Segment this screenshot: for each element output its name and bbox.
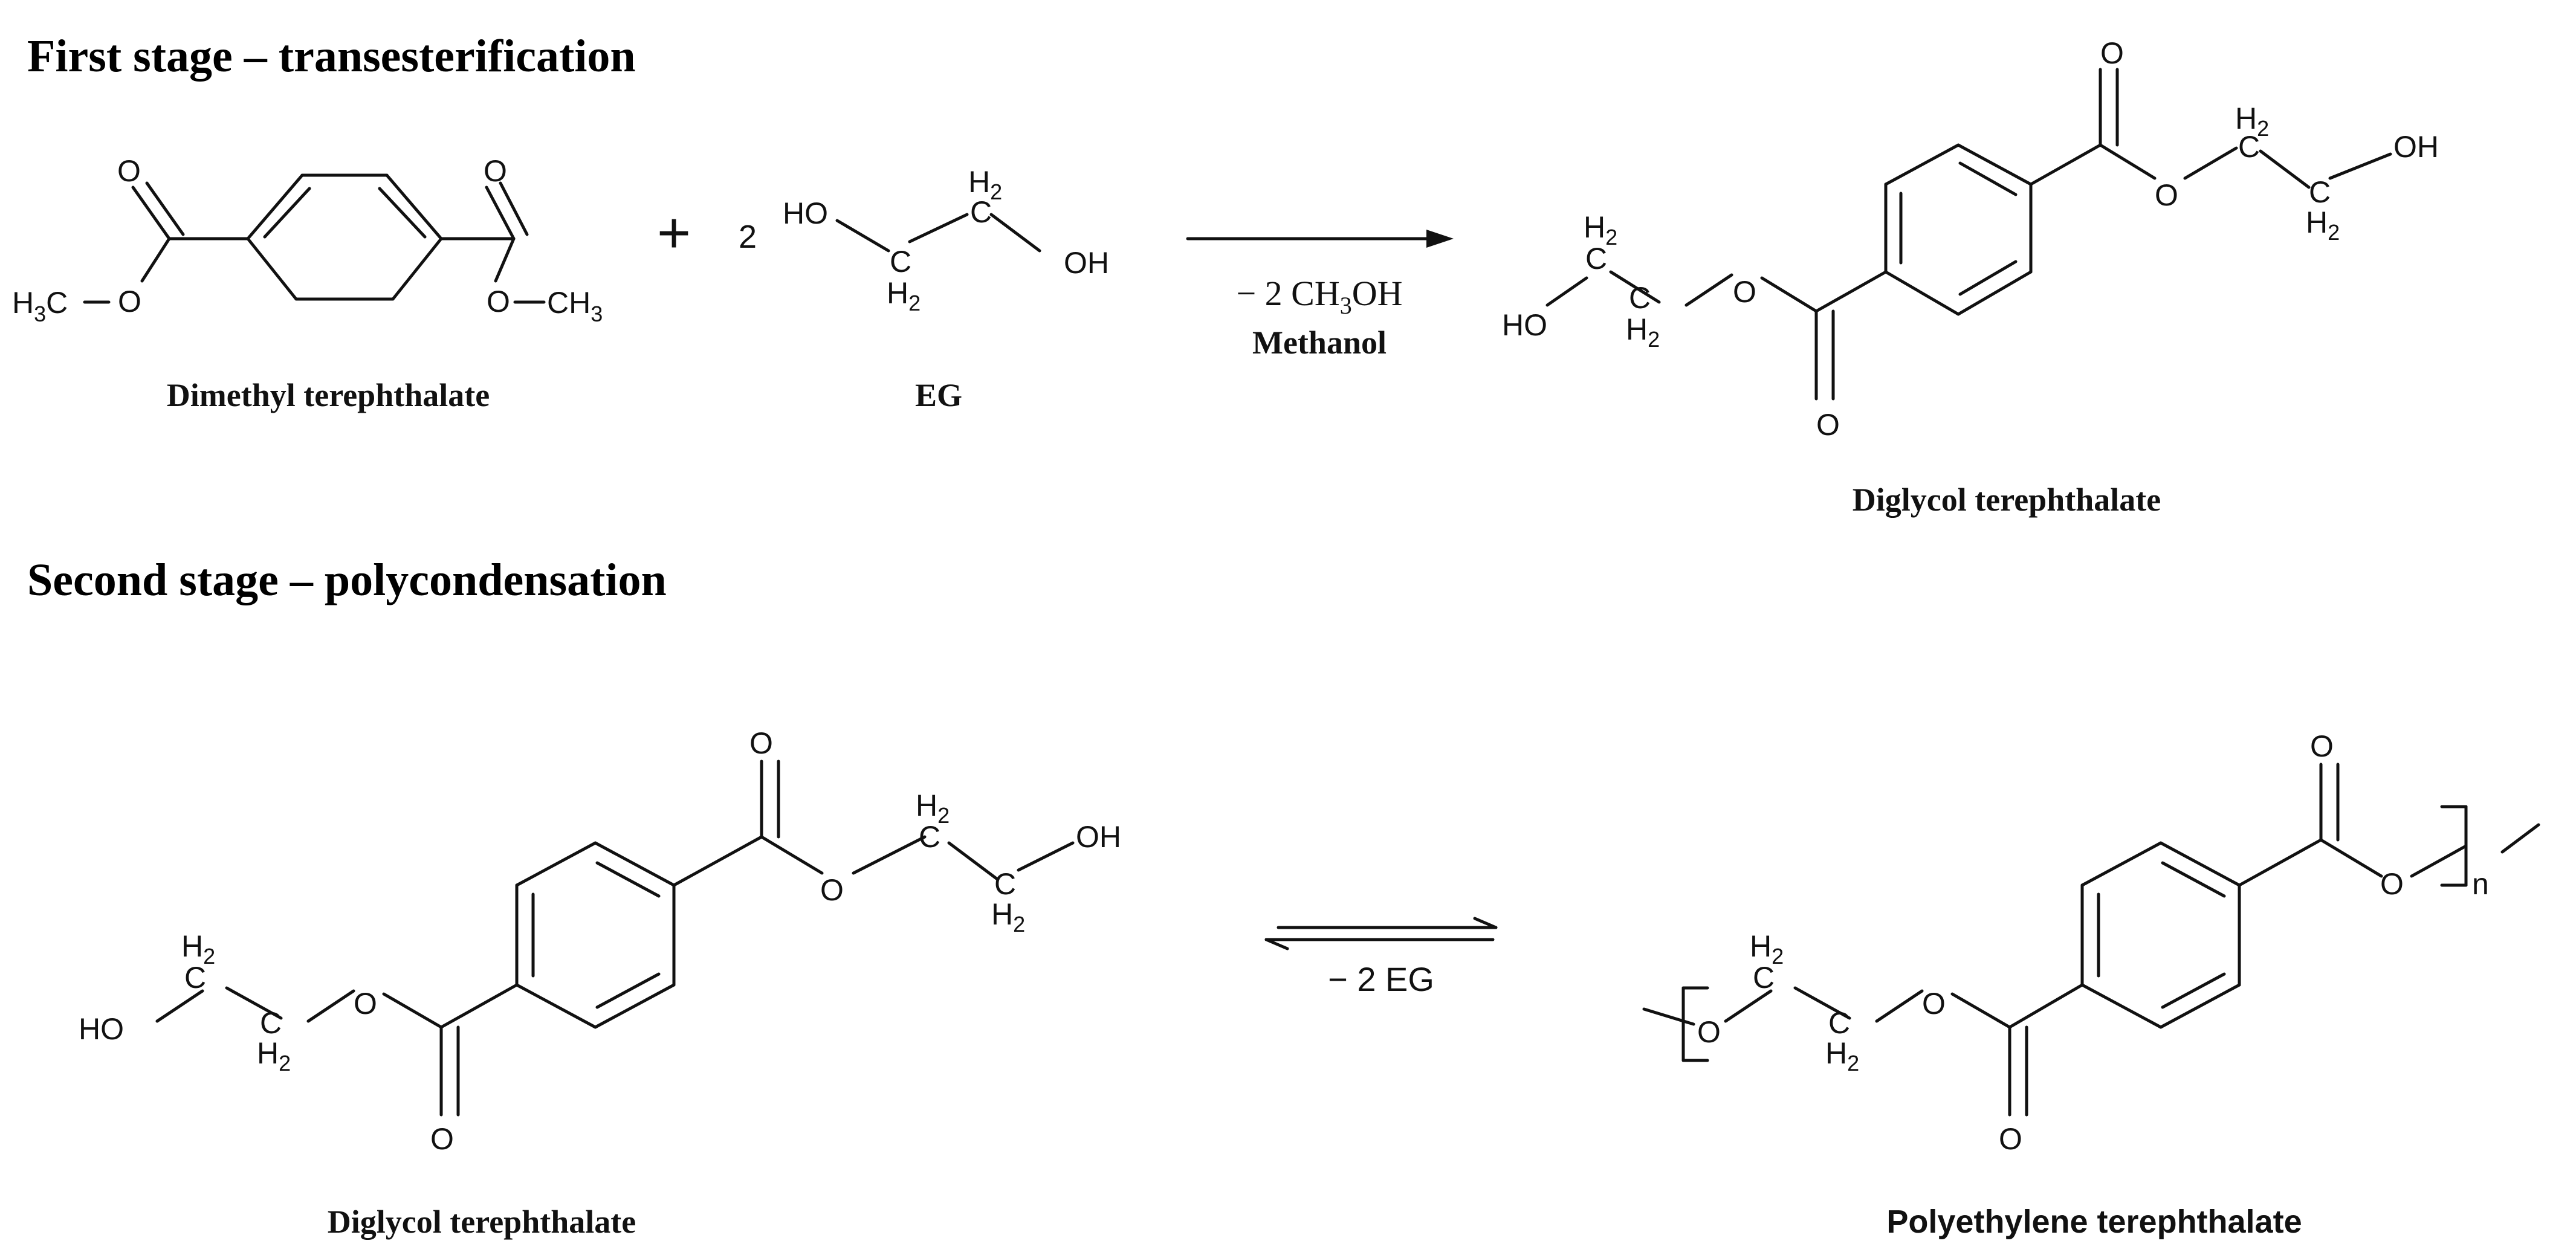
atom-label: C bbox=[2309, 175, 2331, 209]
svg-text:H2: H2 bbox=[2235, 102, 2269, 141]
svg-text:H2: H2 bbox=[1825, 1036, 1859, 1076]
atom-label: O bbox=[2380, 867, 2404, 901]
atom-label: H bbox=[12, 286, 34, 320]
atom-label: O bbox=[1922, 987, 1946, 1021]
stage2-heading: Second stage – polycondensation bbox=[27, 555, 667, 605]
product2-label: Polyethylene terephthalate bbox=[1886, 1204, 2302, 1240]
svg-text:H2: H2 bbox=[2306, 205, 2340, 245]
atom-label: C bbox=[46, 286, 68, 320]
ethylene-glycol-structure: HO OH C H2 C H2 bbox=[783, 165, 1109, 315]
svg-text:H2: H2 bbox=[1626, 312, 1660, 352]
atom-label: C bbox=[1585, 242, 1607, 276]
atom-label: O bbox=[2310, 729, 2334, 763]
atom-label: O bbox=[1999, 1122, 2022, 1156]
svg-text:H2: H2 bbox=[991, 897, 1025, 937]
atom-label: C bbox=[994, 867, 1016, 901]
atom-label: O bbox=[487, 285, 510, 318]
atom-label: HO bbox=[783, 196, 828, 230]
atom-label: O bbox=[1816, 408, 1840, 442]
plus-sign: + bbox=[657, 201, 691, 265]
stoichiometric-coefficient: 2 bbox=[739, 219, 757, 255]
atom-label: OH bbox=[1064, 246, 1109, 280]
atom-label: O bbox=[117, 154, 141, 188]
atom-subscript: 3 bbox=[34, 302, 46, 326]
atom-label: OH bbox=[2393, 130, 2439, 164]
reactant1-label: Dimethyl terephthalate bbox=[167, 377, 490, 413]
atom-label: C bbox=[1753, 961, 1775, 995]
polyethylene-terephthalate-structure: O O n O O C H2 C H2 O bbox=[1642, 729, 2540, 1156]
stage1-heading: First stage – transesterification bbox=[27, 31, 636, 82]
svg-text:H2: H2 bbox=[887, 276, 921, 315]
atom-label: O bbox=[118, 285, 141, 318]
reactant3-label: Diglycol terephthalate bbox=[328, 1204, 636, 1240]
dimethyl-terephthalate-structure: O O O O H3C CH3 bbox=[12, 154, 603, 326]
atom-label: HO bbox=[1502, 308, 1547, 342]
atom-label: O bbox=[484, 154, 507, 188]
atom-label: O bbox=[749, 726, 773, 760]
atom-label: C bbox=[970, 195, 992, 229]
svg-text:H2: H2 bbox=[1750, 929, 1784, 969]
atom-label: O bbox=[354, 987, 377, 1021]
diglycol-terephthalate-structure: O O C H2 C H2 OH O O C H2 C H2 HO bbox=[79, 726, 1121, 1156]
atom-label: O bbox=[1697, 1015, 1721, 1049]
atom-label: C bbox=[260, 1006, 282, 1040]
atom-label: O bbox=[1733, 275, 1756, 309]
atom-label: C bbox=[2238, 130, 2260, 164]
atom-label: OH bbox=[1076, 820, 1121, 854]
product1-label: Diglycol terephthalate bbox=[1853, 482, 2161, 518]
svg-text:H2: H2 bbox=[916, 789, 950, 828]
atom-label: HO bbox=[79, 1012, 124, 1046]
equilibrium-arrow bbox=[1264, 917, 1498, 950]
byproduct-name: Methanol bbox=[1252, 324, 1387, 361]
diglycol-terephthalate-structure: O O C H2 C H2 OH O O C H2 C H2 HO bbox=[1502, 36, 2439, 442]
atom-label: O bbox=[820, 873, 844, 907]
atom-label: C bbox=[184, 961, 206, 995]
atom-label: O bbox=[430, 1122, 454, 1156]
reaction-arrow bbox=[1186, 230, 1454, 248]
svg-text:H2: H2 bbox=[968, 165, 1002, 204]
svg-text:H3C: H3C bbox=[12, 286, 68, 326]
atom-label: C bbox=[890, 245, 911, 279]
svg-text:H2: H2 bbox=[257, 1036, 291, 1076]
byproduct-eg: − 2 EG bbox=[1328, 960, 1434, 998]
atom-label: O bbox=[2100, 36, 2124, 70]
atom-label: C bbox=[1828, 1006, 1850, 1040]
repeat-unit-subscript: n bbox=[2472, 867, 2489, 901]
atom-label: CH bbox=[547, 286, 591, 320]
atom-label: O bbox=[2155, 178, 2178, 212]
atom-label: C bbox=[1629, 281, 1651, 315]
svg-text:H2: H2 bbox=[1584, 210, 1617, 250]
byproduct-formula: − 2 CH3OH bbox=[1236, 274, 1402, 319]
atom-subscript: 3 bbox=[591, 302, 603, 326]
atom-label: C bbox=[919, 820, 940, 854]
reactant2-label: EG bbox=[915, 377, 962, 413]
svg-text:H2: H2 bbox=[181, 929, 215, 969]
svg-text:CH3: CH3 bbox=[547, 286, 603, 326]
